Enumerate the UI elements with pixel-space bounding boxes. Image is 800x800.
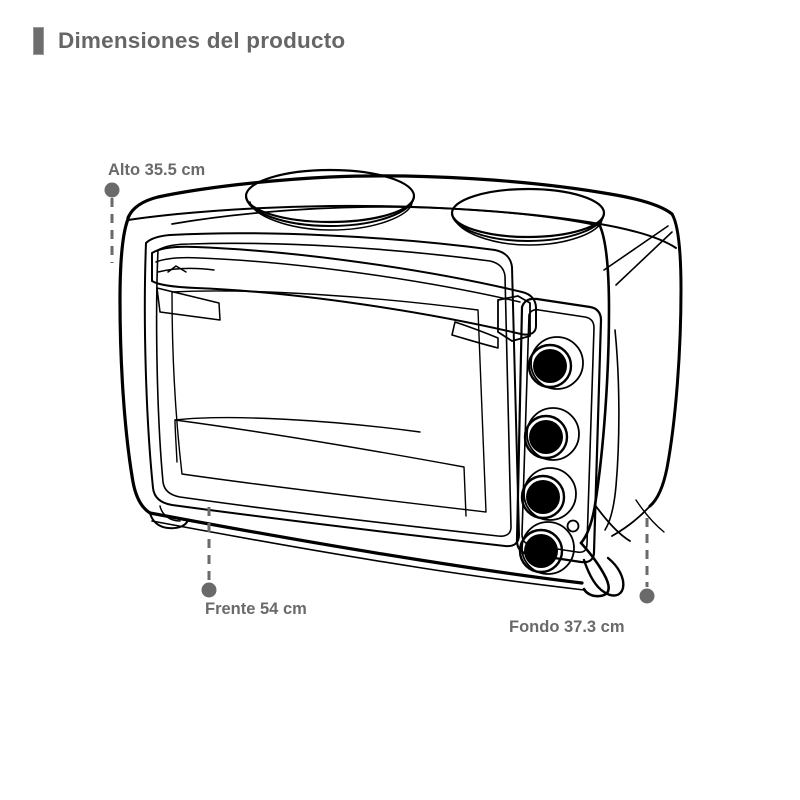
indicator-light-icon (566, 519, 580, 533)
door-glass-reflection-2 (174, 416, 421, 433)
page-title: Dimensiones del producto (58, 27, 346, 53)
cooktop-recess-outline (171, 206, 601, 227)
top-corner-crease-2 (615, 231, 673, 286)
side-panel-crease-2 (635, 499, 665, 533)
callout-label-fondo: Fondo 37.3 cm (509, 618, 625, 636)
foot-front-right (582, 556, 625, 597)
oven-back-right-edge (648, 212, 683, 508)
hotplate-left (244, 168, 416, 231)
oven-door-inner-frame (155, 242, 512, 537)
callout-marker-alto (104, 182, 120, 263)
oven-bottom-front-edge (148, 511, 584, 585)
callout-dot-frente (201, 582, 217, 598)
oven-bottom-right-edge (579, 541, 610, 598)
door-left-tab (156, 287, 221, 321)
callout-label-alto: Alto 35.5 cm (108, 161, 206, 179)
callout-dot-alto (104, 182, 120, 198)
knob-1 (527, 336, 584, 390)
oven-side-lower-contour (611, 505, 651, 537)
callout-marker-fondo (639, 518, 655, 604)
door-handle (151, 245, 537, 349)
knob-3 (520, 467, 577, 521)
foot-front-left-2 (159, 505, 181, 522)
knob-2 (523, 407, 580, 461)
oven-front-left-edge (118, 217, 152, 515)
door-glass-reflection (174, 419, 467, 517)
oven-side-corner-edge (579, 224, 611, 545)
side-panel-crease (604, 329, 620, 531)
rectangle-bullet-icon (33, 27, 44, 55)
hotplate-right (450, 187, 606, 246)
section-header: Dimensiones del producto (33, 27, 345, 55)
oven-body-outline (126, 174, 674, 220)
knob-4 (518, 521, 575, 575)
foot-front-left (149, 512, 189, 530)
oven-door-outline (143, 232, 520, 548)
top-corner-crease-1 (603, 225, 669, 271)
oven-bottom-front-edge-inner (151, 520, 585, 591)
oven-bottom-right-edge-2 (594, 504, 631, 542)
callout-label-frente: Frente 54 cm (205, 600, 307, 618)
callout-dot-fondo (639, 588, 655, 604)
oven-door-glass (171, 290, 487, 513)
callout-marker-frente (201, 507, 217, 598)
